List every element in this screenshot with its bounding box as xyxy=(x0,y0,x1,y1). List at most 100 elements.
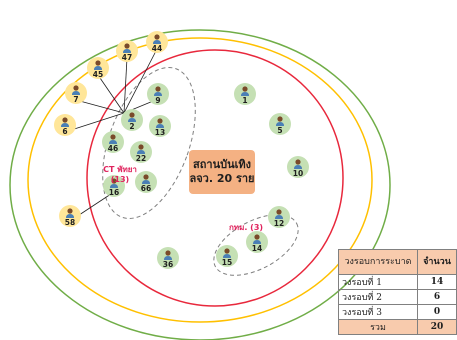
node-label: 2 xyxy=(129,122,134,131)
ct-cluster-label: CT พัทยา (13) xyxy=(98,165,142,185)
case-node-44: 44 xyxy=(146,31,168,53)
node-label: 1 xyxy=(242,96,247,105)
case-node-10: 10 xyxy=(287,156,309,178)
person-icon xyxy=(95,60,101,66)
edge-47-hub xyxy=(123,57,128,114)
person-icon xyxy=(72,91,80,95)
person-icon xyxy=(164,256,172,260)
legend-header-count: จำนวน xyxy=(417,249,457,275)
middle-ring xyxy=(27,37,373,323)
node-label: 14 xyxy=(252,244,262,253)
person-icon xyxy=(62,117,68,123)
person-icon xyxy=(138,144,144,150)
legend-table: วงรอบการระบาด จำนวน วงรอบที่ 1 14 วงรอบท… xyxy=(338,249,457,335)
node-label: 22 xyxy=(136,154,146,163)
edge-45-hub xyxy=(97,74,125,114)
case-node-22: 22 xyxy=(130,141,152,163)
node-label: 44 xyxy=(152,44,162,53)
case-node-46: 46 xyxy=(102,131,124,153)
person-icon xyxy=(154,34,160,40)
person-icon xyxy=(242,86,248,92)
center-line-2: ลจว. 20 ราย xyxy=(189,172,255,185)
node-label: 46 xyxy=(108,144,118,153)
person-icon xyxy=(137,150,145,154)
person-icon xyxy=(124,43,130,49)
person-icon xyxy=(129,112,135,118)
node-label: 66 xyxy=(141,184,151,193)
person-icon xyxy=(109,140,117,144)
case-node-1: 1 xyxy=(234,83,256,105)
node-label: 7 xyxy=(73,95,78,104)
person-icon xyxy=(165,250,171,256)
person-icon xyxy=(157,118,163,124)
case-node-6: 6 xyxy=(54,114,76,136)
legend-row-label: วงรอบที่ 3 xyxy=(338,304,418,320)
edge-44-hub xyxy=(123,48,158,114)
person-icon xyxy=(128,118,136,122)
case-node-45: 45 xyxy=(87,57,109,79)
person-icon xyxy=(143,174,149,180)
case-node-13: 13 xyxy=(149,115,171,137)
person-icon xyxy=(67,208,73,214)
center-venue-box: สถานบันเทิง ลจว. 20 ราย xyxy=(189,150,255,194)
legend-row: วงรอบที่ 1 14 xyxy=(338,274,457,290)
node-label: 45 xyxy=(93,70,103,79)
legend-row: วงรอบที่ 2 6 xyxy=(338,289,457,305)
person-icon xyxy=(277,116,283,122)
node-label: 6 xyxy=(62,127,67,136)
person-icon xyxy=(154,92,162,96)
node-label: 36 xyxy=(163,260,173,269)
person-icon xyxy=(94,66,102,70)
node-label: 58 xyxy=(65,218,75,227)
legend-row-value: 6 xyxy=(417,289,457,305)
person-icon xyxy=(123,49,131,53)
node-label: 9 xyxy=(155,96,160,105)
person-icon xyxy=(276,209,282,215)
ct-cluster-outline xyxy=(102,67,196,219)
legend-total-value: 20 xyxy=(417,319,457,335)
ct-cluster-label-line-2: (13) xyxy=(110,175,130,184)
node-label: 47 xyxy=(122,53,132,62)
case-node-36: 36 xyxy=(157,247,179,269)
case-node-7: 7 xyxy=(65,82,87,104)
case-node-16: 16 xyxy=(103,175,125,197)
legend-row-label: วงรอบที่ 1 xyxy=(338,274,418,290)
person-icon xyxy=(66,214,74,218)
person-icon xyxy=(110,184,118,188)
kmm-cluster-label: กทม. (3) xyxy=(228,223,264,232)
case-node-15: 15 xyxy=(216,245,238,267)
case-node-14: 14 xyxy=(246,231,268,253)
node-label: 5 xyxy=(277,126,282,135)
case-node-47: 47 xyxy=(116,40,138,62)
legend-header-row: วงรอบการระบาด จำนวน xyxy=(338,249,457,275)
person-icon xyxy=(142,180,150,184)
case-node-12: 12 xyxy=(268,206,290,228)
person-icon xyxy=(241,92,249,96)
ct-cluster-label-line-1: CT พัทยา xyxy=(103,165,137,174)
kmm-cluster-outline xyxy=(213,214,299,276)
person-icon xyxy=(61,123,69,127)
case-node-9: 9 xyxy=(147,83,169,105)
case-node-66: 66 xyxy=(135,171,157,193)
legend-row-value: 0 xyxy=(417,304,457,320)
legend-header-round: วงรอบการระบาด xyxy=(338,249,418,275)
edge-7-hub xyxy=(75,99,125,114)
person-icon xyxy=(224,248,230,254)
person-icon xyxy=(254,234,260,240)
person-icon xyxy=(155,86,161,92)
center-line-1: สถานบันเทิง xyxy=(193,158,251,171)
person-icon xyxy=(275,215,283,219)
case-node-5: 5 xyxy=(269,113,291,135)
person-icon xyxy=(153,40,161,44)
node-label: 16 xyxy=(109,188,119,197)
legend-total-label: รวม xyxy=(338,319,418,335)
node-label: 10 xyxy=(293,169,303,178)
person-icon xyxy=(111,178,117,184)
person-icon xyxy=(253,240,261,244)
inner-ring xyxy=(86,49,344,307)
person-icon xyxy=(276,122,284,126)
person-icon xyxy=(294,165,302,169)
person-icon xyxy=(156,124,164,128)
